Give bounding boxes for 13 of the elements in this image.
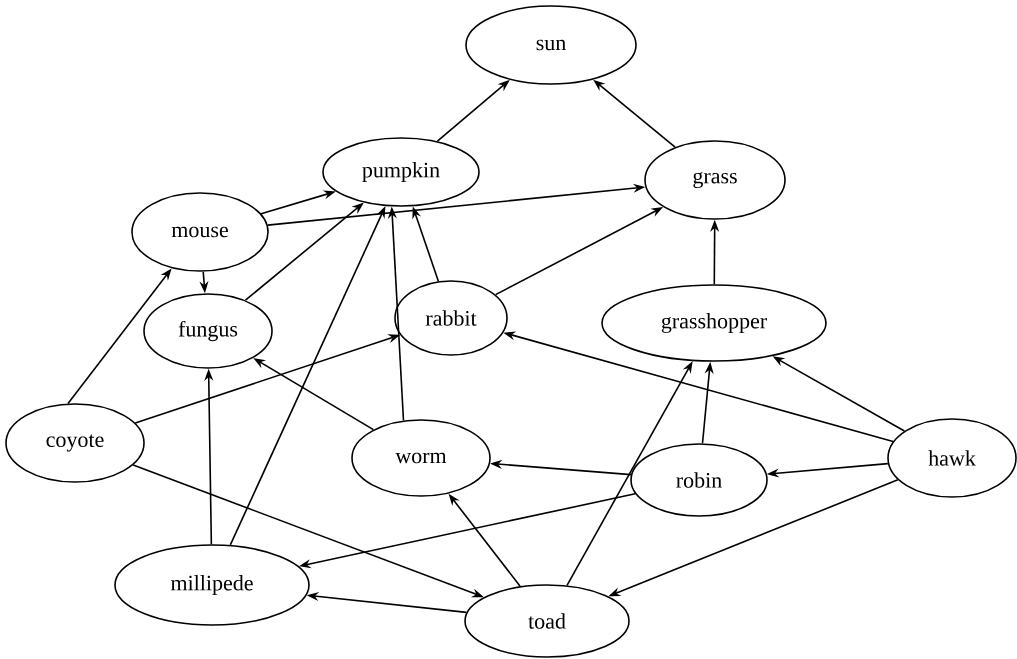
ellipse-node: robin: [630, 443, 768, 517]
ellipse-node: worm: [351, 419, 491, 497]
ellipse-node: grass: [644, 140, 786, 220]
ellipse-node: sun: [465, 5, 637, 85]
ellipse-node: pumpkin: [322, 137, 480, 207]
ellipse-node: coyote: [5, 403, 145, 483]
ellipse-node: toad: [464, 584, 630, 658]
ellipse-node: millipede: [114, 544, 310, 626]
ellipse-node: rabbit: [394, 280, 508, 356]
ellipse-node: mouse: [131, 192, 269, 272]
ellipse-node: grasshopper: [601, 284, 827, 362]
ellipse-node: fungus: [143, 293, 273, 369]
ellipse-node: hawk: [887, 418, 1017, 498]
